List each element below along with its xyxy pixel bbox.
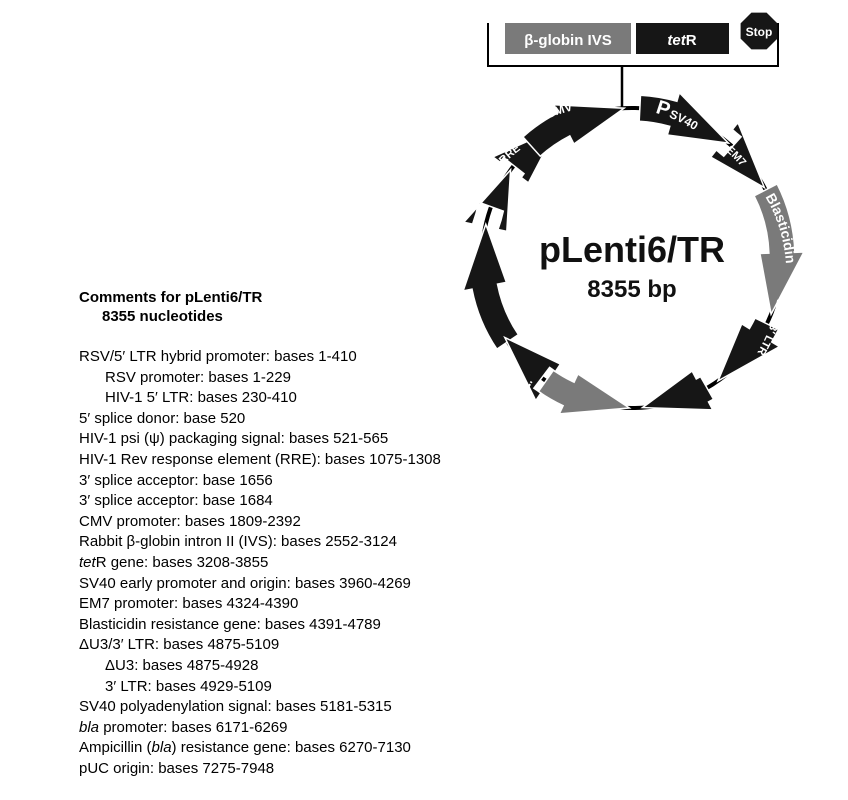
- em7-arrow: [709, 121, 766, 190]
- comment-row: bla promoter: bases 6171-6269: [79, 718, 441, 739]
- comment-row: ΔU3/3′ LTR: bases 4875-5109: [79, 635, 441, 656]
- comment-text: RSV promoter: bases 1-229: [105, 368, 291, 386]
- comment-row: Ampicillin (bla) resistance gene: bases …: [79, 738, 441, 759]
- comment-text: 3′ splice acceptor: base 1684: [79, 492, 273, 510]
- stop-sign-icon: [740, 12, 778, 50]
- comment-row: Rabbit β-globin intron II (IVS): bases 2…: [79, 532, 441, 553]
- comment-text: CMV promoter: bases 1809-2392: [79, 512, 301, 530]
- comment-row: HIV-1 psi (ψ) packaging signal: bases 52…: [79, 429, 441, 450]
- comment-row: HIV-1 Rev response element (RRE): bases …: [79, 450, 441, 471]
- comment-text: ΔU3/3′ LTR: bases 4875-5109: [79, 636, 280, 654]
- ltr3-arrow: [716, 317, 781, 383]
- comment-row: 3′ LTR: bases 4929-5109: [79, 677, 441, 698]
- comment-text: 3′ splice acceptor: base 1656: [79, 471, 273, 489]
- puc-ori-arrow: [503, 335, 562, 403]
- comment-row: 5′ splice donor: base 520: [79, 409, 441, 430]
- plasmid-name: pLenti6/TR: [539, 229, 725, 270]
- comment-text: tetR gene: bases 3208-3855: [79, 553, 269, 571]
- comment-text: Ampicillin (bla) resistance gene: bases …: [79, 739, 411, 757]
- comment-row: pUC origin: bases 7275-7948: [79, 759, 441, 780]
- blasticidin-arrow: [753, 182, 806, 317]
- comment-text: bla promoter: bases 6171-6269: [79, 718, 288, 736]
- comment-row: RSV/5′ LTR hybrid promoter: bases 1-410: [79, 347, 441, 368]
- comment-row: ΔU3: bases 4875-4928: [79, 656, 441, 677]
- comment-row: tetR gene: bases 3208-3855: [79, 553, 441, 574]
- comment-row: SV40 polyadenylation signal: bases 5181-…: [79, 697, 441, 718]
- label-p-rsv: PRSV/5′ LTR: [440, 243, 460, 311]
- comment-text: pUC origin: bases 7275-7948: [79, 759, 275, 777]
- label-ampicillin: Ampicillin: [586, 423, 657, 447]
- stop-label: Stop: [746, 25, 773, 39]
- p-sv40-arrow: [638, 91, 731, 145]
- intron-label: β-globin IVS: [524, 32, 611, 49]
- p-rsv-arrow: [462, 222, 520, 351]
- tetr-label: tetR: [667, 32, 696, 49]
- comment-text: Rabbit β-globin intron II (IVS): bases 2…: [79, 533, 397, 551]
- comment-row: EM7 promoter: bases 4324-4390: [79, 594, 441, 615]
- comment-text: EM7 promoter: bases 4324-4390: [79, 595, 299, 613]
- comment-row: CMV promoter: bases 1809-2392: [79, 512, 441, 533]
- comment-row: RSV promoter: bases 1-229: [79, 368, 441, 389]
- comment-text: HIV-1 Rev response element (RRE): bases …: [79, 450, 441, 468]
- comment-text: Blasticidin resistance gene: bases 4391-…: [79, 615, 381, 633]
- intron-box: [505, 23, 631, 54]
- ampicillin-arrow: [537, 369, 632, 415]
- comment-row: Blasticidin resistance gene: bases 4391-…: [79, 615, 441, 636]
- insert-bracket: [487, 23, 779, 67]
- comments-title: Comments for pLenti6/TR: [79, 289, 263, 306]
- comment-text: 3′ LTR: bases 4929-5109: [105, 677, 272, 695]
- psi-arrow: [462, 167, 512, 233]
- comment-text: HIV-1 5′ LTR: bases 230-410: [105, 389, 297, 407]
- comment-row: 3′ splice acceptor: base 1656: [79, 471, 441, 492]
- comment-row: 3′ splice acceptor: base 1684: [79, 491, 441, 512]
- comment-row: HIV-1 5′ LTR: bases 230-410: [79, 388, 441, 409]
- insert-cassette: β-globin IVS tetR Stop: [487, 12, 779, 108]
- plasmid-size: 8355 bp: [587, 276, 676, 303]
- comment-text: SV40 polyadenylation signal: bases 5181-…: [79, 698, 392, 716]
- comment-text: SV40 early promoter and origin: bases 39…: [79, 574, 411, 592]
- sv40pa-arrow: [640, 369, 715, 411]
- comment-text: HIV-1 psi (ψ) packaging signal: bases 52…: [79, 430, 389, 448]
- p-cmv-arrow: [521, 103, 627, 158]
- comments-panel: Comments for pLenti6/TR 8355 nucleotides…: [79, 288, 441, 779]
- tetr-box: [636, 23, 729, 54]
- comments-subtitle: 8355 nucleotides: [102, 308, 223, 325]
- comment-text: ΔU3: bases 4875-4928: [105, 656, 259, 674]
- comment-text: 5′ splice donor: base 520: [79, 409, 246, 427]
- comment-row: SV40 early promoter and origin: bases 39…: [79, 574, 441, 595]
- comment-text: RSV/5′ LTR hybrid promoter: bases 1-410: [79, 348, 357, 365]
